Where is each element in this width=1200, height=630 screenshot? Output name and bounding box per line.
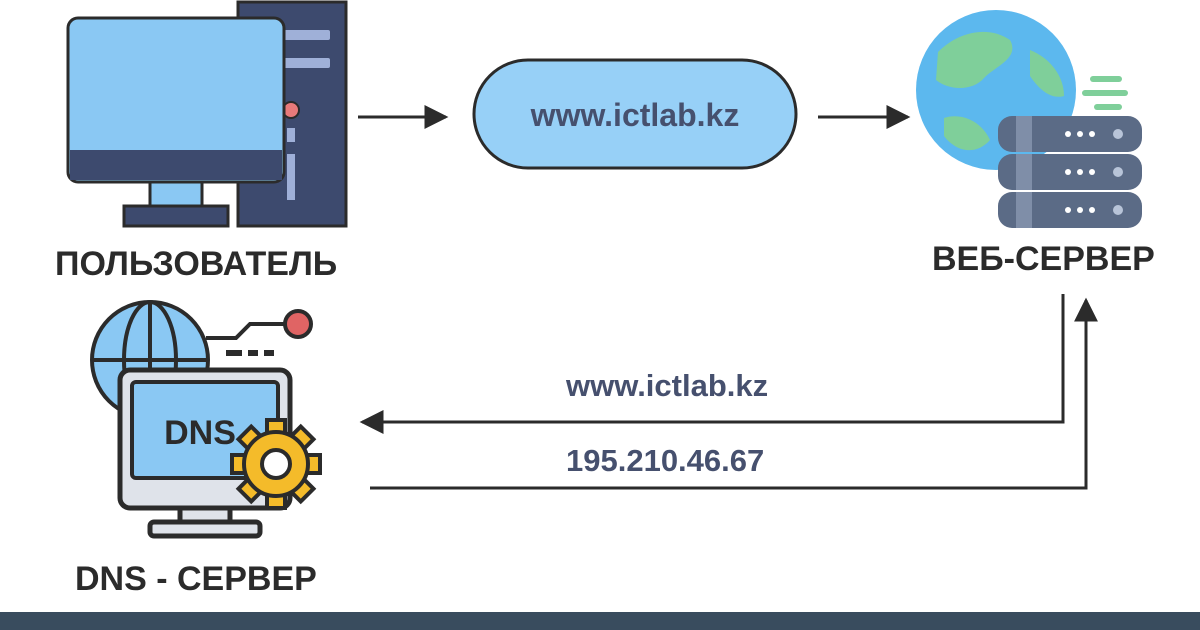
circuit-dash: [248, 350, 258, 356]
arrow-dns-to-webserver: [370, 297, 1098, 490]
speed-line: [1094, 104, 1122, 110]
tower-drive-slot: [278, 30, 330, 40]
circuit-dash: [264, 350, 274, 356]
url-pill: www.ictlab.kz: [472, 58, 798, 170]
user-computer-icon: [66, 0, 348, 228]
dns-screen-text: DNS: [164, 414, 236, 452]
footer-bar: [0, 612, 1200, 630]
speed-line: [1090, 76, 1122, 82]
url-pill-shape: [472, 58, 798, 170]
tower-indicator: [287, 154, 295, 200]
tower-drive-slot: [278, 58, 330, 68]
dns-server-icon: DNS: [90, 300, 322, 539]
tower-indicator: [287, 128, 295, 142]
circuit-node-icon: [283, 309, 313, 339]
answer-flow-label: 195.210.46.67: [566, 443, 764, 478]
dns-monitor-base: [147, 519, 263, 539]
user-label: ПОЛЬЗОВАТЕЛЬ: [55, 245, 337, 283]
url-pill-label: www.ictlab.kz: [530, 97, 740, 133]
gear-icon: [230, 418, 322, 510]
arrow-webserver-to-dns: [359, 294, 1065, 434]
speed-line: [1082, 90, 1128, 96]
query-flow-label: www.ictlab.kz: [565, 368, 768, 403]
web-server-icon: [916, 10, 1142, 228]
monitor-base: [122, 204, 230, 228]
monitor-bezel: [70, 150, 282, 180]
circuit-dash: [226, 350, 242, 356]
web-server-label: ВЕБ-СЕРВЕР: [932, 240, 1155, 278]
circuit-trace: [206, 322, 284, 340]
server-rack-icon: [998, 116, 1142, 228]
monitor-neck: [148, 180, 204, 208]
dns-server-label: DNS - СЕРВЕР: [75, 560, 317, 598]
